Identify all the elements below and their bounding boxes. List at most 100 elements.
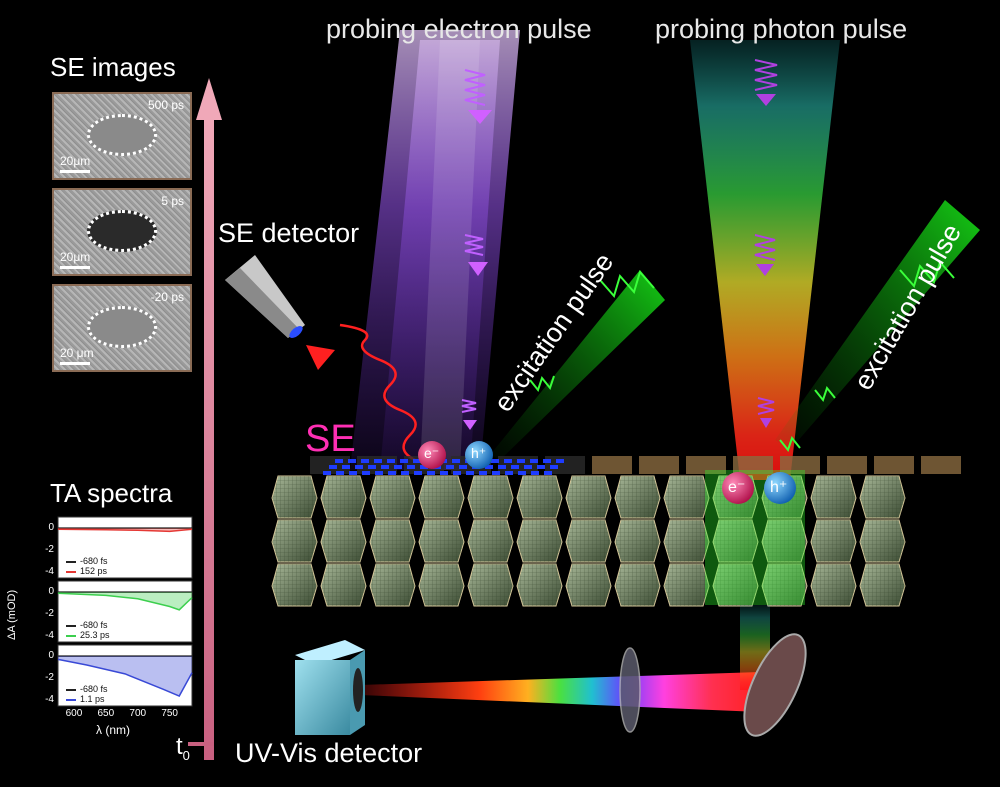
lattice-cube-grid — [713, 520, 758, 562]
surface-cell — [446, 465, 454, 469]
ta-panel — [57, 644, 193, 707]
surface-cell — [452, 459, 460, 463]
ta-legend-label: -680 fs — [80, 684, 108, 694]
surface-cell — [413, 459, 421, 463]
surface-cell — [348, 459, 356, 463]
surface-cell — [531, 471, 539, 475]
surface-cell — [355, 465, 363, 469]
lattice-back-cube — [733, 456, 773, 474]
surface-cell — [511, 465, 519, 469]
time-arrow — [188, 78, 222, 760]
ta-legend-label: 1.1 ps — [80, 694, 105, 704]
surface-cell — [517, 459, 525, 463]
surface-cell — [335, 459, 343, 463]
surface-cell — [453, 471, 461, 475]
surface-cell — [556, 459, 564, 463]
ta-xlabel: λ (nm) — [96, 723, 130, 737]
lattice-cube-grid — [615, 564, 660, 606]
lattice-cube-grid — [615, 520, 660, 562]
ta-legend-swatch — [66, 688, 76, 691]
se-image-oval — [87, 114, 157, 156]
lattice-cube-grid — [664, 476, 709, 518]
lattice-cube-grid — [370, 564, 415, 606]
lattice-cube-grid — [468, 476, 513, 518]
ta-legend-swatch — [66, 634, 76, 637]
ta-legend-label: -680 fs — [80, 556, 108, 566]
lattice-cube-grid — [811, 520, 856, 562]
ta-y-tick: -2 — [45, 608, 54, 620]
spectrum-beam — [360, 605, 770, 712]
lattice-back-cube — [874, 456, 914, 474]
lattice-cube-grid — [664, 520, 709, 562]
ta-legend-swatch — [66, 698, 76, 701]
surface-cell — [368, 465, 376, 469]
se-image-scale-bar — [60, 266, 90, 269]
surface-cell — [414, 471, 422, 475]
ta-legend-entry: 1.1 ps — [66, 694, 105, 704]
se-image-2: -20 ps 20 μm — [52, 284, 192, 372]
surface-cell — [401, 471, 409, 475]
surface-cell — [387, 459, 395, 463]
lattice-cube-grid — [860, 520, 905, 562]
surface-cell — [336, 471, 344, 475]
probing-electron-pulse-label: probing electron pulse — [326, 14, 592, 44]
lattice-cube-grid — [419, 520, 464, 562]
surface-cell — [544, 471, 552, 475]
ta-y-tick: 0 — [48, 522, 54, 534]
se-image-time: -20 ps — [150, 290, 184, 304]
ta-legend-swatch — [66, 570, 76, 573]
lattice-cube-grid — [664, 564, 709, 606]
surface-cell — [543, 459, 551, 463]
surface-cell — [537, 465, 545, 469]
surface-cell — [374, 459, 382, 463]
lattice-cube-grid — [321, 564, 366, 606]
t0-label: t0 — [176, 733, 190, 763]
lattice-cube-grid — [811, 476, 856, 518]
surface-cell — [440, 471, 448, 475]
surface-cell — [518, 471, 526, 475]
ta-ylabel: ΔA (mOD) — [6, 589, 18, 640]
se-detector-icon — [225, 255, 305, 338]
lattice-back-cube — [639, 456, 679, 474]
surface-cell — [459, 465, 467, 469]
se-detector-label: SE detector — [218, 218, 360, 248]
uv-vis-detector-label: UV-Vis detector — [235, 738, 423, 768]
hole-label-left: h⁺ — [471, 445, 487, 461]
ta-x-tick: 600 — [65, 708, 83, 719]
lattice-cube-grid — [566, 520, 611, 562]
ta-legend-label: 25.3 ps — [80, 630, 110, 640]
surface-cell — [524, 465, 532, 469]
carriers-left — [418, 441, 493, 469]
lattice-cube-grid — [419, 564, 464, 606]
carriers-right — [722, 472, 796, 504]
surface-cell — [550, 465, 558, 469]
se-image-scale-label: 20 μm — [60, 346, 94, 360]
grating-icon — [743, 633, 807, 737]
electron-label-right: e⁻ — [728, 479, 746, 496]
lattice-back-cube — [921, 456, 961, 474]
lattice-cube-grid — [762, 564, 807, 606]
surface-cell — [420, 465, 428, 469]
excitation-beam-left — [490, 270, 665, 460]
electron-label-left: e⁻ — [424, 445, 440, 461]
lattice-cube-grid — [615, 476, 660, 518]
ta-y-tick: -2 — [45, 544, 54, 556]
probing-photon-pulse-label: probing photon pulse — [655, 14, 908, 44]
lattice-cube-grid — [272, 476, 317, 518]
lattice-cube-grid — [272, 520, 317, 562]
ta-y-tick: 0 — [48, 650, 54, 662]
se-image-time: 5 ps — [161, 194, 184, 208]
surface-cell — [323, 471, 331, 475]
ta-legend-entry: -680 fs — [66, 684, 108, 694]
hole-label-right: h⁺ — [770, 479, 788, 496]
ta-x-tick: 750 — [161, 708, 178, 719]
ta-series-line — [57, 528, 193, 533]
ta-legend-entry: -680 fs — [66, 556, 108, 566]
lattice-cube-grid — [517, 476, 562, 518]
surface-cell — [498, 465, 506, 469]
surface-cell — [407, 465, 415, 469]
